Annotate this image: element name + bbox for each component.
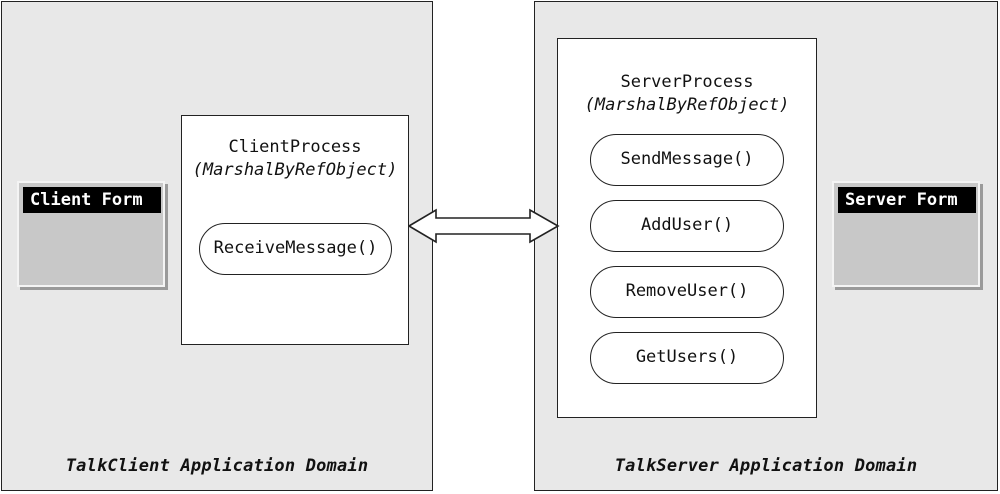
client-domain-label: TalkClient Application Domain (65, 456, 369, 476)
client-form-title: Client Form (23, 187, 161, 213)
server-process-title: ServerProcess (620, 72, 754, 92)
get-users-method: GetUsers() (590, 332, 784, 384)
server-form-window: Server Form (832, 181, 980, 287)
server-domain-label: TalkServer Application Domain (614, 456, 918, 476)
add-user-method: AddUser() (590, 200, 784, 252)
client-process-box: ClientProcess (MarshalByRefObject) Recei… (181, 115, 409, 345)
bidirectional-arrow-icon (408, 208, 560, 244)
client-process-title: ClientProcess (228, 137, 362, 157)
server-form-title: Server Form (838, 187, 976, 213)
remove-user-method: RemoveUser() (590, 266, 784, 318)
client-form-window: Client Form (17, 181, 165, 287)
server-process-box: ServerProcess (MarshalByRefObject) SendM… (557, 38, 817, 418)
server-process-subtitle: (MarshalByRefObject) (584, 95, 790, 115)
send-message-method: SendMessage() (590, 134, 784, 186)
client-process-subtitle: (MarshalByRefObject) (192, 160, 398, 180)
receive-message-method: ReceiveMessage() (199, 223, 392, 275)
